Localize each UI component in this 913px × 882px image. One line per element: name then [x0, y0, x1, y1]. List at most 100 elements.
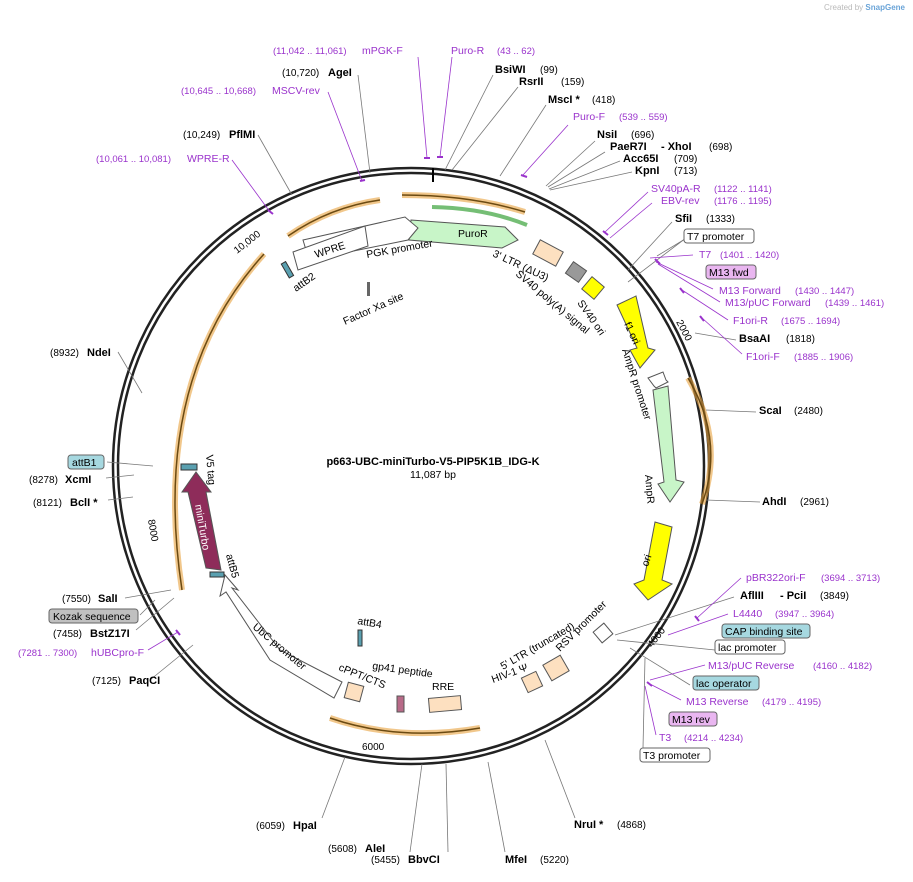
attB4-feature	[357, 629, 363, 647]
primer-M13pUC-Reverse-pos: (4160 .. 4182)	[813, 661, 872, 672]
kozak-label: Kozak sequence	[53, 611, 131, 623]
site-PflMI-pos: (10,249)	[183, 130, 220, 141]
site-NsiI-pos: (696)	[631, 130, 654, 141]
primer-hUBCpro-F: hUBCpro-F	[91, 647, 144, 659]
site-AleI-pos: (5608)	[328, 844, 357, 855]
site-AflIII-pos: (3849)	[820, 591, 849, 602]
rsv-promoter-feature	[592, 622, 614, 644]
site-XcmI-pos: (8278)	[29, 475, 58, 486]
site-BsaAI: BsaAI	[739, 333, 770, 345]
primer-T3-pos: (4214 .. 4234)	[684, 733, 743, 744]
primer-F1ori-F-pos: (1885 .. 1906)	[794, 352, 853, 363]
snapgene-credit: Created by SnapGene	[824, 3, 905, 12]
plasmid-name: p663-UBC-miniTurbo-V5-PIP5K1B_IDG-K	[326, 456, 539, 468]
t7-promoter-label: T7 promoter	[687, 231, 745, 243]
primer-Puro-R-pos: (43 .. 62)	[497, 46, 535, 57]
primer-M13-Forward: M13 Forward	[719, 285, 781, 297]
site-Acc65I-pos: (709)	[674, 154, 697, 165]
site-BstZ17I-pos: (7458)	[53, 629, 82, 640]
v5-tag-feature	[180, 463, 198, 471]
site-KpnI-pos: (713)	[674, 166, 697, 177]
primer-EBV-rev: EBV-rev	[661, 195, 700, 207]
tick-8000: 8000	[145, 519, 160, 543]
primer-SV40pA-R-pos: (1122 .. 1141)	[714, 184, 772, 195]
leader-lines	[105, 74, 761, 853]
primer-MSCV-rev: MSCV-rev	[272, 85, 321, 97]
green-arc-puro	[431, 205, 528, 227]
t3-promoter-label: T3 promoter	[643, 750, 701, 762]
site-AleI: AleI	[365, 843, 385, 855]
primer-M13pUC-Forward: M13/pUC Forward	[725, 297, 811, 309]
primer-M13pUC-Reverse: M13/pUC Reverse	[708, 660, 795, 672]
box-attB1	[67, 454, 105, 470]
attB1-label: attB1	[72, 457, 97, 469]
puroR-label: PuroR	[458, 228, 488, 240]
lac-promoter-label: lac promoter	[718, 642, 777, 654]
ori-arrow	[633, 521, 674, 601]
site-MfeI: MfeI	[505, 854, 527, 866]
site-XhoI: - XhoI	[661, 141, 692, 153]
primer-MSCV-rev-pos: (10,645 .. 10,668)	[181, 86, 256, 97]
factor-xa-marker	[367, 282, 370, 296]
cppt-feature	[343, 681, 365, 703]
rre-label: RRE	[432, 681, 454, 693]
ltr3-feature	[532, 239, 564, 267]
primer-F1ori-R-pos: (1675 .. 1694)	[781, 316, 840, 327]
cap-binding-site-label: CAP binding site	[725, 626, 803, 638]
tick-6000: 6000	[362, 742, 385, 753]
miniTurbo-arrow	[181, 471, 222, 571]
primer-M13-Forward-pos: (1430 .. 1447)	[795, 286, 854, 297]
primer-WPRE-R: WPRE-R	[187, 153, 230, 165]
primer-L4440: L4440	[733, 608, 762, 620]
site-SfiI: SfiI	[675, 213, 692, 225]
site-PflMI: PflMI	[229, 129, 255, 141]
hiv-psi-feature	[520, 670, 544, 694]
site-SfiI-pos: (1333)	[706, 214, 735, 225]
site-NruI-pos: (4868)	[617, 820, 646, 831]
site-BstZ17I: BstZ17I	[90, 628, 130, 640]
site-RsrII-pos: (159)	[561, 77, 584, 88]
attB5-feature	[209, 571, 225, 578]
primer-lines	[147, 56, 743, 736]
rre-feature	[427, 695, 463, 713]
primer-EBV-rev-pos: (1176 .. 1195)	[714, 196, 772, 207]
site-BclI: BclI *	[70, 497, 98, 509]
site-AflIII: AflIII	[740, 590, 764, 602]
site-BclI-pos: (8121)	[33, 498, 62, 509]
ampR-arrow	[652, 385, 685, 503]
primer-T7-pos: (1401 .. 1420)	[720, 250, 779, 261]
primer-pBR322ori-F: pBR322ori-F	[746, 572, 806, 584]
tick-10000: 10,000	[232, 229, 263, 257]
primer-M13-Reverse: M13 Reverse	[686, 696, 749, 708]
box-m13-rev	[668, 711, 718, 727]
primer-hUBCpro-F-pos: (7281 .. 7300)	[18, 648, 77, 659]
primer-T3: T3	[659, 732, 671, 744]
box-kozak	[48, 608, 139, 624]
m13-rev-label: M13 rev	[672, 714, 711, 726]
tick-4000: 4000	[646, 625, 669, 650]
site-AhdI-pos: (2961)	[800, 497, 829, 508]
primer-M13pUC-Forward-pos: (1439 .. 1461)	[825, 298, 884, 309]
primer-mPGK-F: mPGK-F	[362, 45, 403, 57]
site-NsiI: NsiI	[597, 129, 617, 141]
primer-Puro-R: Puro-R	[451, 45, 485, 57]
attB2-feature	[280, 260, 295, 279]
f1-ori-arrow	[616, 295, 656, 369]
sv40-polya-feature	[564, 260, 588, 284]
orf-arc-amp-line	[687, 377, 712, 505]
primer-Puro-F-pos: (539 .. 559)	[619, 112, 668, 123]
box-m13-fwd	[705, 264, 757, 280]
ltr5-feature	[542, 654, 570, 682]
primer-SV40pA-R: SV40pA-R	[651, 183, 701, 195]
orf-arc-bottom-line	[329, 717, 481, 734]
site-ScaI: ScaI	[759, 405, 782, 417]
primer-Puro-F: Puro-F	[573, 111, 605, 123]
v5-tag-label: V5 tag	[203, 454, 218, 485]
attB4-label: attB4	[356, 615, 382, 631]
primer-L4440-pos: (3947 .. 3964)	[775, 609, 834, 620]
orf-arc-wpre-line	[287, 199, 381, 237]
site-NdeI: NdeI	[87, 347, 111, 359]
ubc-promoter-arrow	[219, 573, 343, 699]
credit-prefix: Created by	[824, 3, 864, 12]
credit-brand: SnapGene	[865, 3, 905, 12]
